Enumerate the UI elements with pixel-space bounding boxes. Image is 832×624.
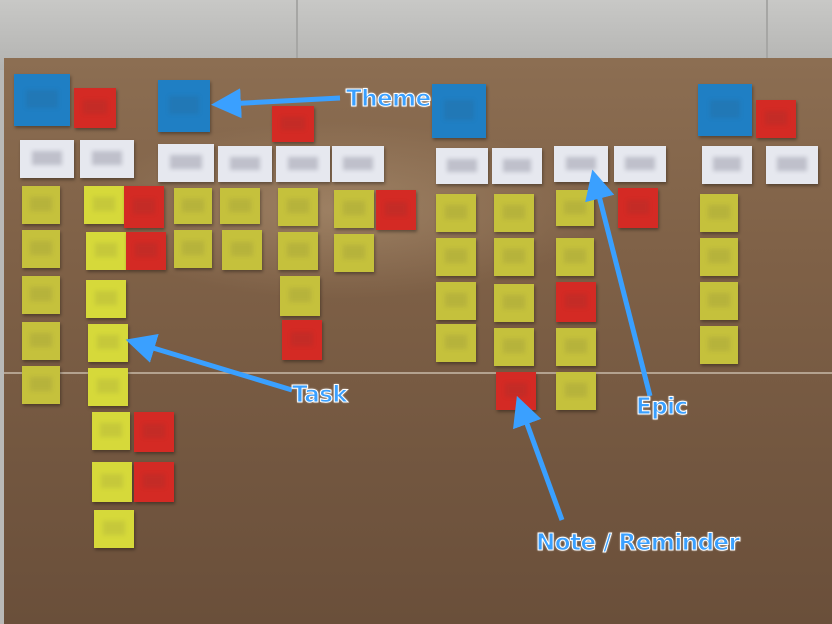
note-sticky — [124, 186, 164, 228]
theme-sticky — [158, 80, 210, 132]
task-sticky — [22, 366, 60, 404]
task-sticky — [556, 328, 596, 366]
task-sticky — [94, 510, 134, 548]
task-sticky — [334, 234, 374, 272]
theme-sticky — [14, 74, 70, 126]
task-sticky — [22, 276, 60, 314]
epic-card — [276, 146, 330, 182]
note-sticky — [74, 88, 116, 128]
epic-card — [492, 148, 542, 184]
task-sticky — [436, 194, 476, 232]
theme-sticky — [698, 84, 752, 136]
task-sticky — [494, 328, 534, 366]
epic-card — [218, 146, 272, 182]
task-sticky — [494, 238, 534, 276]
task-label: Task — [291, 382, 348, 409]
task-sticky — [88, 368, 128, 406]
task-sticky — [22, 230, 60, 268]
task-sticky — [494, 284, 534, 322]
task-sticky — [436, 238, 476, 276]
task-sticky — [556, 238, 594, 276]
note-sticky — [282, 320, 322, 360]
theme-sticky — [432, 84, 486, 138]
epic-label: Epic — [636, 394, 689, 421]
task-sticky — [494, 194, 534, 232]
wall-panel-seam — [296, 0, 298, 70]
task-sticky — [84, 186, 124, 224]
task-sticky — [278, 232, 318, 270]
task-sticky — [436, 324, 476, 362]
task-sticky — [174, 188, 212, 224]
epic-card — [332, 146, 384, 182]
task-sticky — [700, 282, 738, 320]
epic-card — [80, 140, 134, 178]
note-sticky — [376, 190, 416, 230]
note-sticky — [134, 462, 174, 502]
note-sticky — [272, 106, 314, 142]
task-sticky — [334, 190, 374, 228]
epic-card — [614, 146, 666, 182]
task-sticky — [174, 230, 212, 268]
epic-card — [702, 146, 752, 184]
note-sticky — [618, 188, 658, 228]
theme-label: Theme — [346, 86, 432, 113]
task-sticky — [86, 280, 126, 318]
arrow-to-note — [513, 395, 565, 521]
task-sticky — [88, 324, 128, 362]
note-sticky — [134, 412, 174, 452]
horizontal-string-line — [4, 372, 832, 374]
note-sticky — [756, 100, 796, 138]
arrow-to-epic — [585, 169, 653, 397]
task-sticky — [436, 282, 476, 320]
epic-card — [436, 148, 488, 184]
task-sticky — [700, 194, 738, 232]
epic-card — [158, 144, 214, 182]
task-sticky — [700, 238, 738, 276]
epic-card — [766, 146, 818, 184]
task-sticky — [700, 326, 738, 364]
arrow-to-task — [125, 333, 293, 393]
task-sticky — [220, 188, 260, 224]
note-reminder-label: Note / Reminder — [536, 530, 741, 557]
note-sticky — [556, 282, 596, 322]
task-sticky — [278, 188, 318, 226]
task-sticky — [556, 372, 596, 410]
arrow-to-theme — [211, 88, 341, 119]
task-sticky — [222, 230, 262, 270]
epic-card — [20, 140, 74, 178]
wall-panel-seam — [766, 0, 768, 70]
task-sticky — [22, 322, 60, 360]
note-sticky — [126, 232, 166, 270]
task-sticky — [22, 186, 60, 224]
task-sticky — [92, 462, 132, 502]
task-sticky — [280, 276, 320, 316]
task-sticky — [86, 232, 126, 270]
task-sticky — [92, 412, 130, 450]
